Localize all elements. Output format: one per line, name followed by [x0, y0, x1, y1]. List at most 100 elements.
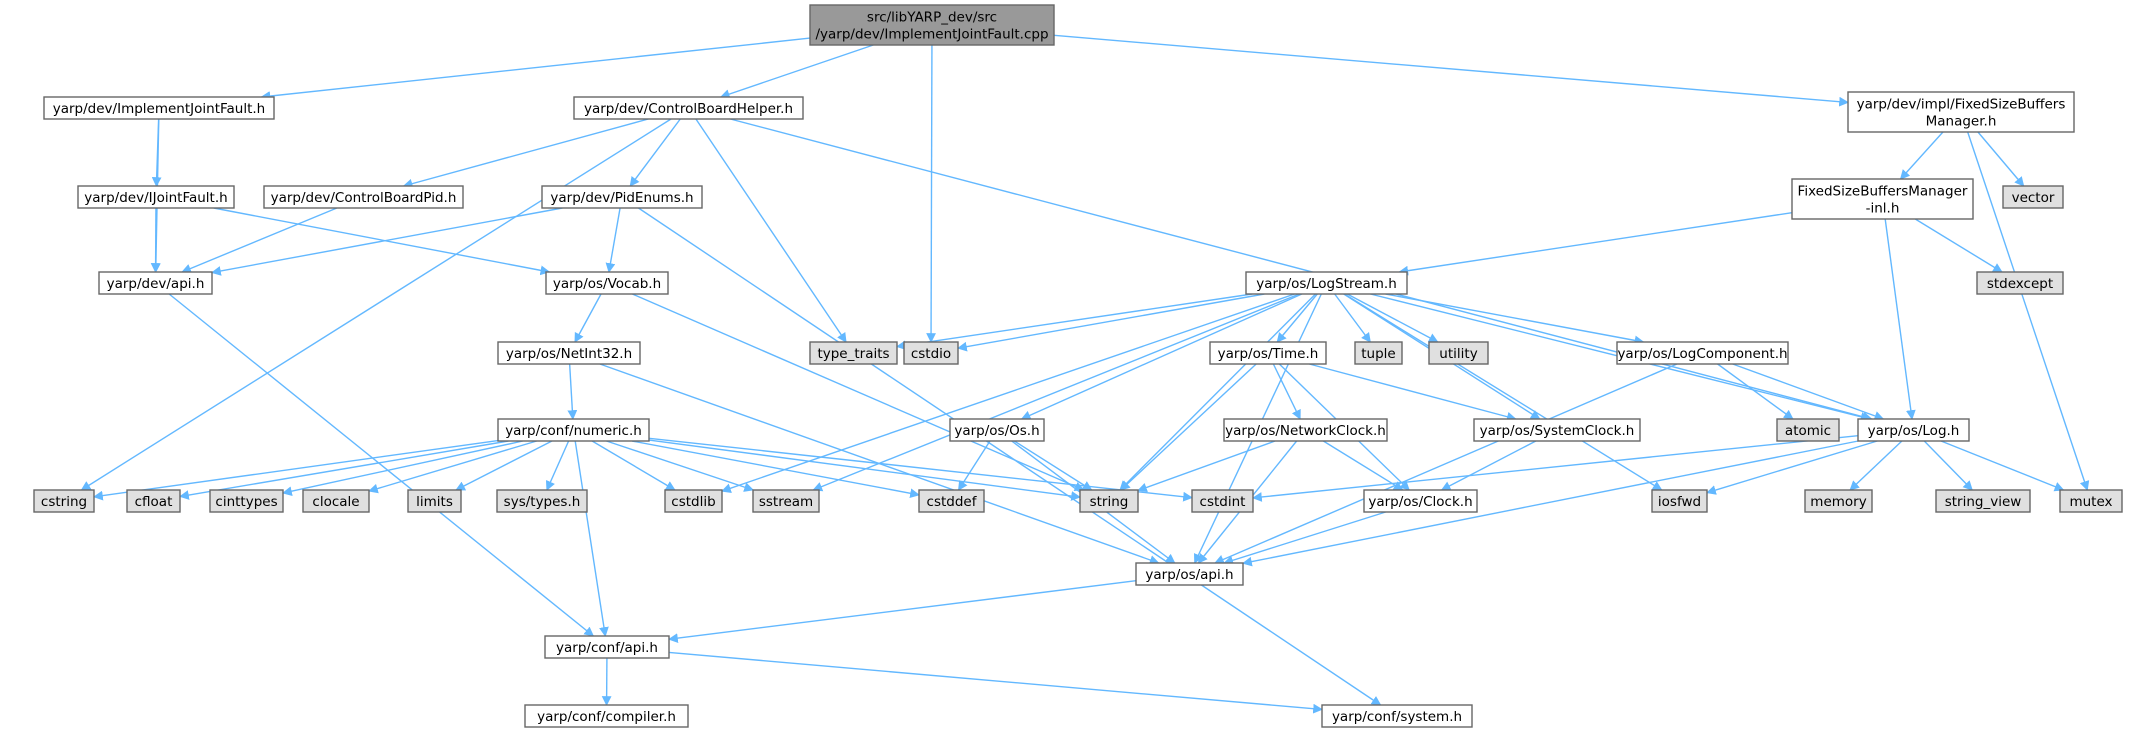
edge-line — [282, 440, 523, 496]
node-yarp-conf-compiler-h[interactable]: yarp/conf/compiler.h — [524, 704, 689, 728]
edge-line — [1120, 363, 1257, 491]
node-box — [302, 489, 370, 513]
edge-root-to-fsbm — [1053, 34, 1849, 107]
node-yarp-os-log-h[interactable]: yarp/os/Log.h — [1857, 418, 1970, 442]
edge-line — [455, 440, 553, 491]
edge-logstream-to-logcomp — [1385, 293, 1645, 346]
edge-line — [719, 44, 874, 99]
edge-log-to-memory — [1849, 440, 1903, 491]
node-memory: memory — [1804, 489, 1873, 513]
node-cstddef: cstddef — [918, 489, 985, 513]
edge-line — [648, 439, 1081, 501]
edge-line — [957, 293, 1265, 352]
edge-line — [721, 293, 1295, 493]
node-label: yarp/dev/ControlBoardHelper.h — [584, 101, 793, 117]
edge-logcomp-to-atomic — [1717, 363, 1794, 420]
node-fixedsizebuffersmanager-inl-h[interactable]: FixedSizeBuffersManager-inl.h — [1791, 178, 1974, 220]
edge-line — [1137, 440, 1276, 493]
edge-netclock-to-clock — [1322, 440, 1404, 491]
node-yarp-dev-implementjointfault-h[interactable]: yarp/dev/ImplementJointFault.h — [43, 96, 275, 120]
node-box — [1079, 489, 1139, 513]
node-label: type_traits — [817, 346, 889, 362]
node-yarp-os-api-h[interactable]: yarp/os/api.h — [1135, 562, 1244, 586]
node-yarp-os-networkclock-h[interactable]: yarp/os/NetworkClock.h — [1223, 418, 1388, 442]
node-box — [1847, 91, 2075, 133]
node-label: stdexcept — [1987, 276, 2053, 292]
node-yarp-os-time-h[interactable]: yarp/os/Time.h — [1209, 341, 1327, 365]
edge-line — [695, 118, 847, 343]
node-yarp-os-netint32-h[interactable]: yarp/os/NetInt32.h — [497, 341, 641, 365]
edge-cbh-to-cbpid — [402, 118, 649, 189]
node-src-libyarp-dev-src-yarp-dev-implementjointfault-cpp[interactable]: src/libYARP_dev/src/yarp/dev/ImplementJo… — [809, 4, 1055, 46]
node-label: mutex — [2069, 494, 2112, 510]
node-label: yarp/conf/api.h — [556, 640, 658, 656]
edge-root-to-cstdio — [926, 44, 936, 343]
node-sys-types-h: sys/types.h — [496, 489, 588, 513]
edge-line — [605, 207, 621, 273]
node-label: src/libYARP_dev/src — [867, 10, 997, 26]
edge-line — [1385, 293, 1645, 346]
node-box — [497, 341, 641, 365]
node-box — [43, 96, 275, 120]
node-box — [2059, 489, 2123, 513]
node-label: yarp/dev/api.h — [107, 276, 205, 292]
edge-cbh-to-log — [730, 118, 1873, 422]
node-yarp-dev-controlboardpid-h[interactable]: yarp/dev/ControlBoardPid.h — [263, 185, 464, 209]
edge-line — [1020, 293, 1303, 420]
node-yarp-dev-impl-fixedsizebuffers-manager-h[interactable]: yarp/dev/impl/FixedSizeBuffersManager.h — [1847, 91, 2075, 133]
edge-line — [1732, 363, 1885, 421]
node-yarp-dev-api-h[interactable]: yarp/dev/api.h — [98, 271, 213, 295]
node-box — [98, 271, 213, 295]
node-yarp-os-vocab-h[interactable]: yarp/os/Vocab.h — [545, 271, 669, 295]
node-box — [1321, 704, 1473, 728]
edge-fsbminl-to-log — [1884, 218, 1916, 420]
edge-line — [629, 118, 681, 187]
node-label: sstream — [759, 494, 813, 510]
edge-logstream-to-tuple — [1334, 293, 1371, 343]
node-yarp-dev-ijointfault-h[interactable]: yarp/dev/IJointFault.h — [77, 185, 235, 209]
edge-logstream-to-cstdio — [957, 293, 1265, 352]
node-vector: vector — [2002, 185, 2064, 209]
node-label: yarp/os/NetInt32.h — [506, 346, 632, 362]
node-yarp-conf-system-h[interactable]: yarp/conf/system.h — [1321, 704, 1473, 728]
node-label: yarp/os/api.h — [1145, 567, 1233, 583]
node-label: yarp/dev/impl/FixedSizeBuffers — [1857, 97, 2066, 113]
edge-line — [179, 440, 509, 500]
edge-numeric-to-cinttypes — [282, 440, 523, 496]
node-yarp-conf-api-h[interactable]: yarp/conf/api.h — [544, 635, 670, 659]
edge-line — [402, 118, 649, 189]
node-label: vector — [2012, 190, 2055, 206]
node-box — [1245, 271, 1408, 295]
node-stdexcept: stdexcept — [1976, 271, 2064, 295]
node-layer: src/libYARP_dev/src/yarp/dev/ImplementJo… — [33, 4, 2123, 728]
node-yarp-dev-controlboardhelper-h[interactable]: yarp/dev/ControlBoardHelper.h — [573, 96, 804, 120]
node-label: cstdint — [1200, 494, 1246, 510]
edge-line — [260, 37, 811, 101]
edge-pidenums-to-system — [638, 207, 1382, 706]
edge-line — [1706, 440, 1878, 495]
node-box — [1363, 489, 1478, 513]
edge-line — [591, 440, 676, 491]
node-box — [1651, 489, 1708, 513]
edge-line — [896, 293, 1253, 351]
node-yarp-os-os-h[interactable]: yarp/os/Os.h — [949, 418, 1045, 442]
node-label: string_view — [1945, 494, 2022, 510]
node-box — [664, 489, 723, 513]
node-label: yarp/os/Clock.h — [1368, 494, 1472, 510]
node-yarp-os-logstream-h[interactable]: yarp/os/LogStream.h — [1245, 271, 1408, 295]
node-string-view: string_view — [1935, 489, 2031, 513]
node-yarp-os-logcomponent-h[interactable]: yarp/os/LogComponent.h — [1616, 341, 1789, 365]
edge-layer — [80, 34, 2090, 714]
node-yarp-dev-pidenums-h[interactable]: yarp/dev/PidEnums.h — [541, 185, 703, 209]
node-box — [1223, 418, 1388, 442]
edge-logstream-to-sstream — [812, 293, 1300, 492]
edge-fsbm-to-fsbminl — [1899, 131, 1944, 180]
edge-line — [567, 363, 578, 420]
node-label: cstdlib — [671, 494, 715, 510]
edge-line — [638, 207, 1382, 706]
edge-log-to-iosfwd — [1706, 440, 1878, 495]
node-yarp-conf-numeric-h[interactable]: yarp/conf/numeric.h — [497, 418, 650, 442]
node-yarp-os-clock-h[interactable]: yarp/os/Clock.h — [1363, 489, 1478, 513]
edge-line — [93, 439, 499, 501]
node-yarp-os-systemclock-h[interactable]: yarp/os/SystemClock.h — [1473, 418, 1641, 442]
